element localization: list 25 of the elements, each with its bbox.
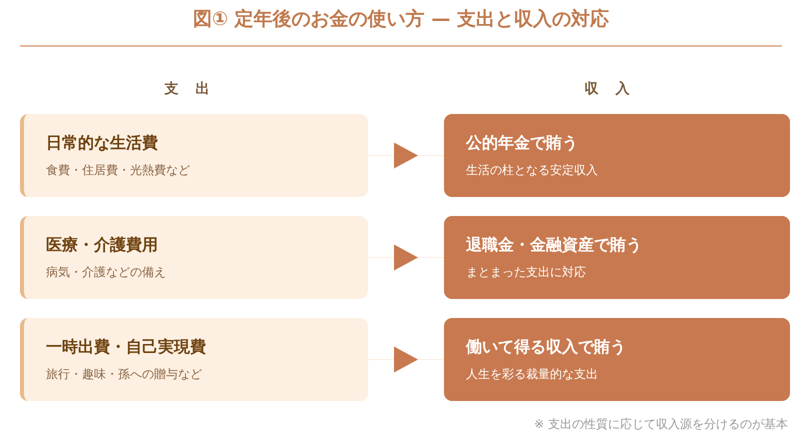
column-heading: 支 出 [164,80,216,98]
box-description: 人生を彩る裁量的な支出 [466,366,599,382]
title: 図① 定年後のお金の使い方 — 支出と収入の対応 [192,7,610,32]
expense-box [20,216,368,299]
expense-box [20,318,368,401]
arrow [368,244,444,270]
expense-box [20,114,368,197]
income-box [444,318,790,401]
box-heading: 公的年金で賄う [466,132,579,154]
box-heading: 医療・介護費用 [46,234,159,256]
box-heading: 日常的な生活費 [46,132,159,154]
arrow [368,346,444,372]
arrow [368,142,444,168]
box-description: 旅行・趣味・孫への贈与など [46,366,203,382]
income-box [444,216,790,299]
box-heading: 働いて得る収入で賄う [466,336,627,358]
box-description: 食費・住居費・光熱費など [46,162,191,178]
box-description: 生活の柱となる安定収入 [466,162,599,178]
box-heading: 一時出費・自己実現費 [46,336,207,358]
box-heading: 退職金・金融資産で賄う [466,234,643,256]
box-description: 病気・介護などの備え [46,264,167,280]
income-box [444,114,790,197]
footnote: ※ 支出の性質に応じて収入源を分けるのが基本 [534,416,788,433]
box-description: まとまった支出に対応 [466,264,587,280]
column-heading: 収 入 [584,80,636,98]
